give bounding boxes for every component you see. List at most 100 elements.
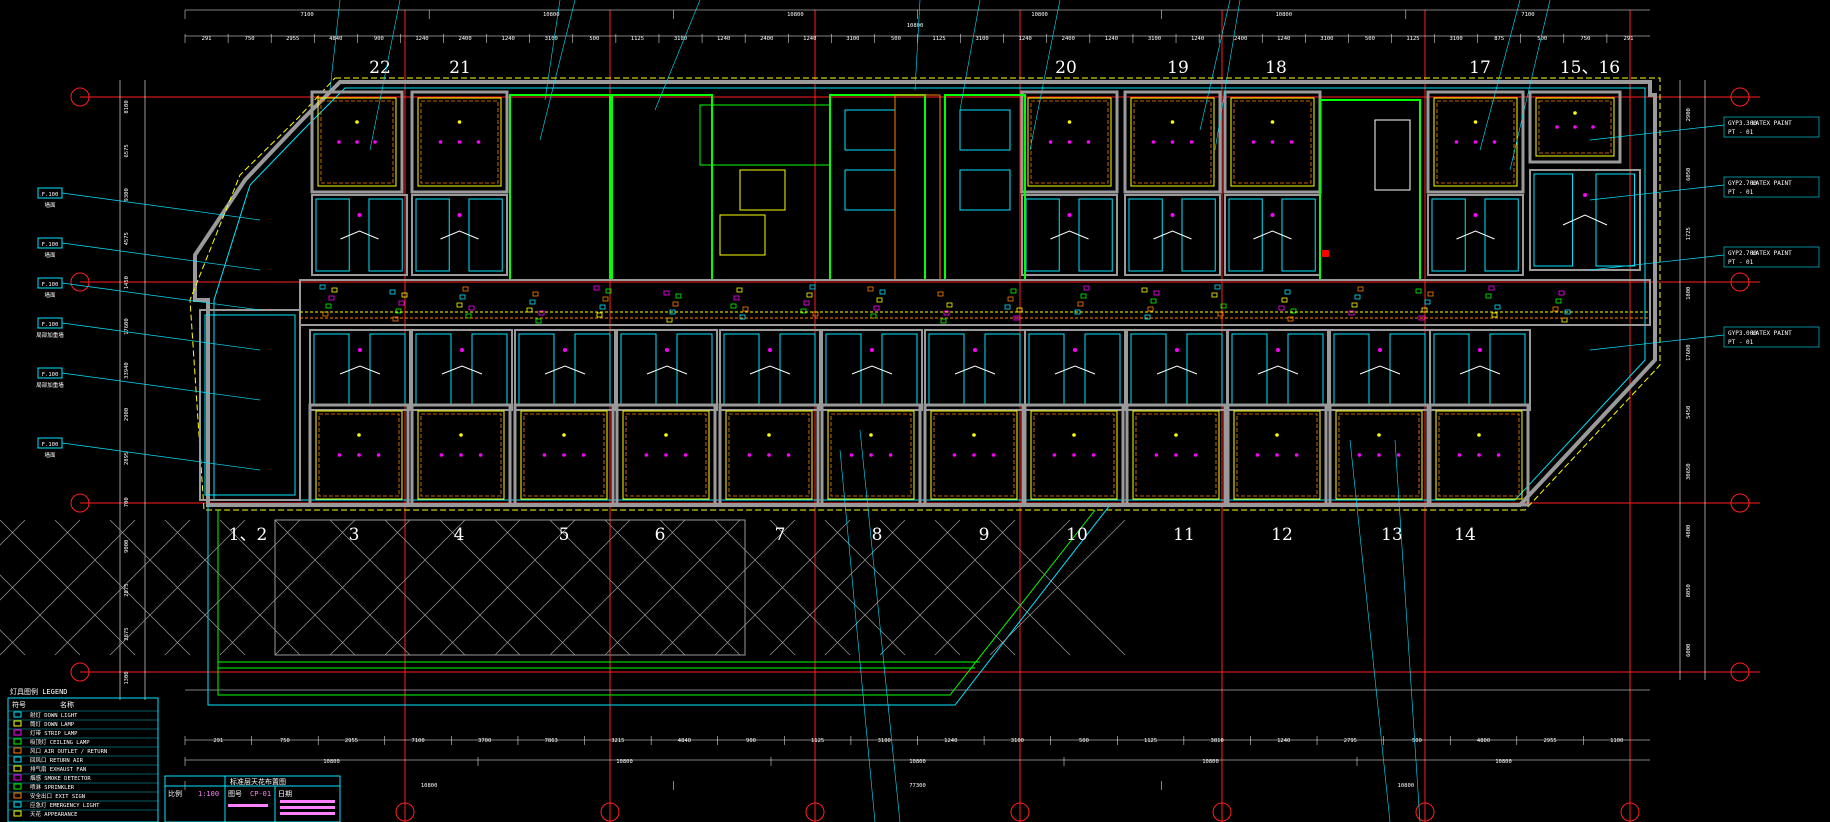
downlight — [1396, 453, 1401, 457]
legend-symbol — [13, 738, 22, 745]
legend-symbol — [13, 783, 22, 790]
callout-text: 墙面 — [44, 201, 56, 209]
corridor-fixture — [1424, 299, 1431, 305]
paving-diagonal — [659, 519, 796, 656]
dimension-label-bottom-detail: 1125 — [811, 738, 824, 744]
callout-leader — [61, 442, 261, 471]
ceiling-edge — [417, 410, 505, 500]
callout-sub: PT - 01 — [1728, 259, 1754, 266]
legend-row-text: 灯带 STRIP LAMP — [30, 729, 78, 737]
callout-leader — [61, 192, 261, 221]
downlight — [1276, 348, 1280, 352]
door-swing — [1359, 365, 1401, 375]
corridor-fixture — [398, 300, 405, 306]
room-number-label: 4 — [454, 525, 465, 545]
bathroom — [311, 194, 408, 276]
paving-diagonal — [824, 519, 961, 656]
corridor-fixture — [1555, 298, 1562, 304]
corridor-fixture — [1488, 285, 1495, 291]
light-strip — [830, 413, 912, 497]
corridor-fixture — [1150, 298, 1157, 304]
callout-code: F.100 — [42, 442, 59, 448]
guest-room — [1428, 403, 1530, 507]
downlight — [581, 453, 586, 457]
terrace-edge-inner — [217, 509, 1096, 696]
downlight — [1492, 140, 1497, 144]
legend-row-text: 吸顶灯 CEILING LAMP — [30, 738, 90, 746]
legend-symbol — [13, 801, 22, 808]
room-number-label: 19 — [1167, 58, 1189, 78]
callout-code: GYP3.000 — [1728, 330, 1757, 337]
door-swing — [1253, 230, 1292, 240]
dimension-label-bottom-detail: 900 — [746, 738, 756, 744]
downlight — [1175, 348, 1179, 352]
corridor-fixture — [1284, 289, 1291, 295]
ceiling-light — [1170, 120, 1175, 124]
room-wall — [718, 403, 820, 507]
downlight — [1170, 213, 1175, 217]
corridor-fixture — [599, 304, 606, 310]
downlight — [952, 453, 957, 457]
corridor-fixture — [1561, 317, 1568, 323]
bathroom-wall — [1429, 329, 1531, 411]
corridor-fixture — [526, 307, 533, 313]
room-wall — [923, 403, 1025, 507]
guest-room — [410, 90, 509, 194]
corridor-fixture — [328, 295, 335, 301]
drawing-number-label: 图号 — [228, 790, 242, 798]
downlight — [457, 140, 462, 144]
corridor-fixture — [739, 314, 746, 320]
dimension-label-right: 5450 — [1686, 406, 1692, 419]
paving-diagonal — [604, 519, 741, 656]
axis-bubble — [1730, 272, 1750, 292]
downlight — [459, 453, 463, 457]
corridor-fixture — [401, 292, 408, 298]
axis-bubble — [70, 662, 90, 682]
corridor-fixture — [602, 296, 609, 302]
dimension-label-top-detail: 291 — [202, 36, 212, 42]
ceiling-light — [1072, 433, 1076, 437]
downlight — [1052, 453, 1057, 457]
bathroom — [1124, 194, 1221, 276]
dimension-label-bottom-detail: 3700 — [478, 738, 491, 744]
room-wall — [1125, 403, 1227, 507]
corridor-fixture — [1558, 290, 1565, 296]
dimension-label-left: 4575 — [124, 232, 130, 245]
dimension-label-bottom-detail: 1100 — [1610, 738, 1623, 744]
dimension-label-top-detail: 1240 — [502, 36, 515, 42]
callout-text: LATEX PAINT — [1752, 180, 1792, 187]
axis-bubble — [1730, 493, 1750, 513]
corridor-fixture — [1153, 290, 1160, 296]
door-swing — [440, 230, 479, 240]
dimension-label-top: 10800 — [1275, 12, 1292, 18]
corridor-fixture — [809, 284, 816, 290]
left-wall-finish-callouts: F.100墙面F.100墙面F.100墙面F.100局部加重墙F.100局部加重… — [36, 187, 261, 471]
corridor-fixture — [1348, 310, 1355, 316]
dimension-label-left: 9000 — [124, 540, 130, 553]
corner-room-ceiling — [204, 314, 296, 496]
downlight — [376, 453, 381, 457]
dimension-label-top-detail: 500 — [1365, 36, 1375, 42]
dimension-label-bottom-detail: 4800 — [1477, 738, 1490, 744]
scale-value: 1:100 — [198, 790, 219, 798]
downlight — [1457, 453, 1462, 457]
downlight — [1377, 453, 1381, 457]
terrace-edge — [207, 504, 1111, 706]
paving-diagonal — [494, 519, 631, 656]
light-strip — [1236, 413, 1318, 497]
guest-room — [513, 403, 615, 507]
corridor-fixture — [1287, 316, 1294, 322]
light-strip — [728, 413, 810, 497]
bathroom-wall — [1529, 169, 1641, 271]
callout-box — [1723, 116, 1820, 138]
bathroom — [1427, 194, 1524, 276]
dimension-label-bottom-detail: 1240 — [1277, 738, 1290, 744]
paving-diagonal — [54, 519, 191, 656]
light-strip — [320, 100, 394, 184]
bathroom-wall — [821, 329, 923, 411]
corridor-fixture — [1418, 315, 1425, 321]
corridor-fixture — [1485, 293, 1492, 299]
leader-line — [914, 0, 921, 91]
